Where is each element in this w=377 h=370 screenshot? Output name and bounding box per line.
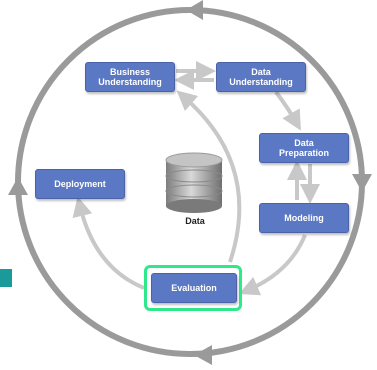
cycle-arrow-bottom (194, 345, 212, 365)
phase-deployment[interactable]: Deployment (35, 169, 125, 199)
phase-data-preparation-line1: Data (294, 138, 314, 148)
phase-data-preparation-line2: Preparation (278, 148, 329, 158)
phase-modeling[interactable]: Modeling (259, 203, 349, 233)
arrow-evaluation-to-deployment (72, 196, 145, 290)
phase-data-understanding-line2: Understanding (229, 77, 293, 87)
arrow-modeling-to-evaluation (238, 234, 307, 296)
evaluation-highlight-frame (144, 265, 242, 311)
phase-evaluation[interactable]: Evaluation (151, 273, 237, 303)
database-icon (165, 152, 223, 213)
cycle-arrow-top (186, 0, 203, 20)
arrow-evaluation-to-business (176, 90, 242, 263)
cycle-arrow-left (8, 177, 28, 195)
phase-deployment-label: Deployment (54, 179, 106, 189)
phase-data-understanding-line1: Data (251, 67, 271, 77)
phase-business-understanding-line1: Business (109, 67, 151, 77)
cycle-arrow-right (352, 174, 372, 192)
phase-evaluation-label: Evaluation (171, 283, 217, 293)
phase-data-preparation[interactable]: Data Preparation (259, 133, 349, 163)
phase-data-understanding[interactable]: Data Understanding (216, 62, 306, 92)
phase-business-understanding-line2: Understanding (98, 77, 162, 87)
side-marker (0, 269, 12, 287)
arrow-data-understanding-to-preparation (274, 90, 301, 131)
phase-modeling-label: Modeling (284, 213, 324, 223)
data-store-label: Data (185, 216, 205, 226)
phase-business-understanding[interactable]: Business Understanding (85, 62, 175, 92)
